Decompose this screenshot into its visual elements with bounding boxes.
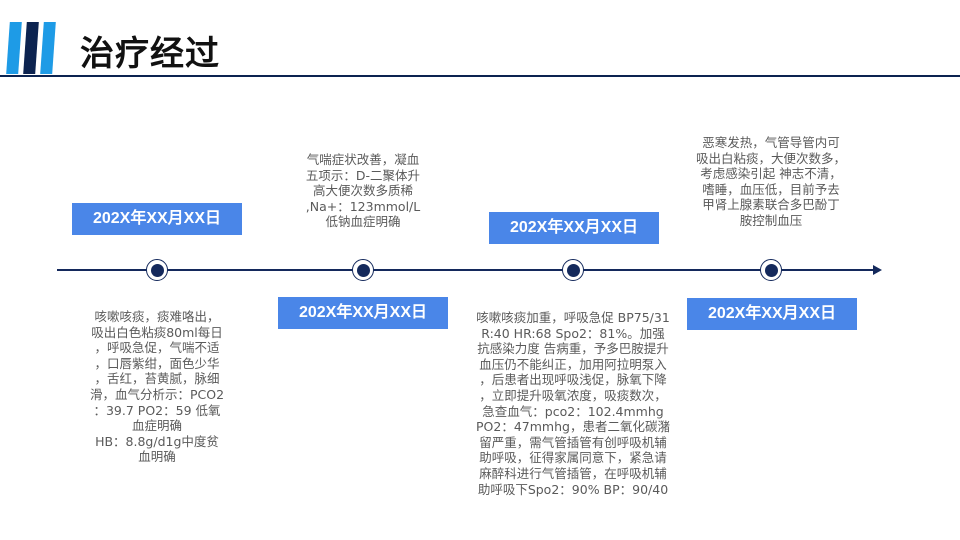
header-accent-bar — [23, 22, 39, 74]
timeline-node — [352, 259, 374, 281]
event-date: 202X年XX月XX日 — [687, 298, 857, 330]
event-date: 202X年XX月XX日 — [278, 297, 448, 329]
event-description: 咳嗽咳痰，痰难咯出， 吸出白色粘痰80ml每日 ，呼吸急促，气喘不适 ，口唇紫绀… — [89, 309, 225, 465]
timeline-node — [146, 259, 168, 281]
header-divider — [0, 75, 960, 77]
timeline-node — [760, 259, 782, 281]
timeline-axis — [57, 269, 875, 271]
event-date: 202X年XX月XX日 — [489, 212, 659, 244]
header-accent-bar — [40, 22, 56, 74]
event-description: 恶寒发热，气管导管内可 吸出白粘痰，大便次数多， 考虑感染引起 神志不清， 嗜睡… — [695, 135, 846, 228]
event-description: 气喘症状改善，凝血 五项示：D-二聚体升 高大便次数多质稀 ,Na+：123mm… — [305, 152, 421, 230]
header-accent-bar — [6, 22, 22, 74]
event-date: 202X年XX月XX日 — [72, 203, 242, 235]
page-title: 治疗经过 — [80, 34, 220, 74]
arrow-right-icon — [873, 265, 882, 275]
timeline-node — [562, 259, 584, 281]
event-description: 咳嗽咳痰加重，呼吸急促 BP75/31 R:40 HR:68 Spo2：81%。… — [476, 310, 670, 497]
